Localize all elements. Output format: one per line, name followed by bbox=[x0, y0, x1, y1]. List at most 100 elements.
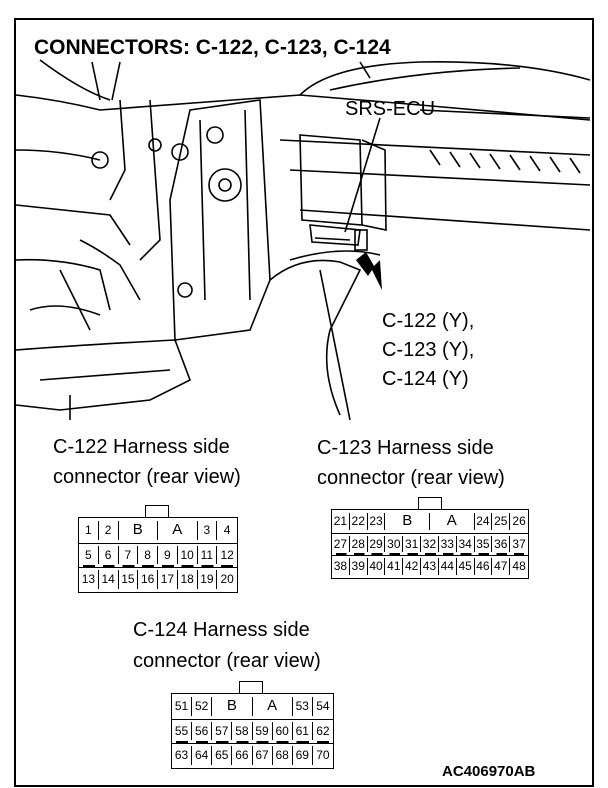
c123-latch bbox=[418, 497, 442, 510]
c123-pin-39: 39 bbox=[350, 558, 368, 575]
c123-pin-42: 42 bbox=[403, 558, 422, 575]
callout-c124: C-124 (Y) bbox=[382, 368, 469, 390]
c122-pin-12: 12 bbox=[220, 547, 234, 562]
c124-pin-63: 63 bbox=[172, 746, 193, 765]
c123-pin-23: 23 bbox=[368, 513, 386, 530]
c122-pin-1: 1 bbox=[79, 521, 99, 540]
c123-pin-46: 46 bbox=[475, 558, 493, 575]
c122-caption-line1: C-122 Harness side bbox=[53, 436, 230, 458]
c123-key-b: B bbox=[385, 512, 430, 530]
c124-latch bbox=[239, 681, 263, 694]
c122-pin-18: 18 bbox=[178, 570, 198, 589]
c123-pin-31: 31 bbox=[403, 535, 422, 553]
c124-key-b: B bbox=[212, 697, 253, 716]
c124-caption-line1: C-124 Harness side bbox=[133, 619, 310, 641]
c123-pin-28: 28 bbox=[350, 535, 368, 553]
vehicle-illustration bbox=[15, 59, 591, 421]
c124-pin-62: 62 bbox=[316, 723, 330, 738]
c124-pin-60: 60 bbox=[273, 721, 293, 741]
c124-pin-70: 70 bbox=[316, 748, 330, 763]
c123-pin-36: 36 bbox=[492, 535, 511, 553]
callout-c122: C-122 (Y), bbox=[382, 310, 475, 332]
c124-pin-54: 54 bbox=[316, 699, 330, 713]
c122-pin-11: 11 bbox=[198, 545, 218, 565]
c123-key-a: A bbox=[430, 512, 475, 530]
c123-pin-25: 25 bbox=[492, 513, 511, 530]
c122-pin-17: 17 bbox=[158, 570, 178, 589]
c123-pin-47: 47 bbox=[492, 558, 511, 575]
c123-pin-45: 45 bbox=[457, 558, 475, 575]
c122-latch bbox=[145, 505, 169, 518]
c124-pin-59: 59 bbox=[253, 721, 273, 741]
c122-pin-14: 14 bbox=[99, 570, 119, 589]
c122-pin-19: 19 bbox=[198, 570, 218, 589]
c123-pin-22: 22 bbox=[350, 513, 368, 530]
c123-pin-21: 21 bbox=[332, 513, 350, 530]
c122-pin-16: 16 bbox=[138, 570, 158, 589]
c123-wire-marks bbox=[335, 553, 525, 557]
c123-pin-29: 29 bbox=[368, 535, 386, 553]
c123-pin-24: 24 bbox=[475, 513, 493, 530]
c123-pin-40: 40 bbox=[368, 558, 386, 575]
c124-pin-67: 67 bbox=[253, 746, 273, 765]
figure-frame bbox=[14, 18, 594, 787]
c124-pin-65: 65 bbox=[212, 746, 233, 765]
c124-pin-57: 57 bbox=[212, 721, 233, 741]
figure-code: AC406970AB bbox=[442, 763, 536, 780]
c124-row-divider bbox=[172, 718, 333, 720]
c123-pin-30: 30 bbox=[385, 535, 404, 553]
c123-caption-line2: connector (rear view) bbox=[317, 467, 505, 489]
c123-pin-33: 33 bbox=[439, 535, 457, 553]
c122-pin-2: 2 bbox=[99, 521, 119, 540]
c122-pin-15: 15 bbox=[119, 570, 139, 589]
c123-pin-48: 48 bbox=[512, 559, 526, 574]
c122-pin-5: 5 bbox=[79, 545, 99, 565]
c123-pin-26: 26 bbox=[512, 514, 526, 528]
c122-key-a: A bbox=[158, 521, 198, 540]
diagram-title: CONNECTORS: C-122, C-123, C-124 bbox=[34, 36, 391, 59]
c124-pin-55: 55 bbox=[172, 721, 193, 741]
c123-caption-line1: C-123 Harness side bbox=[317, 437, 494, 459]
c124-pin-58: 58 bbox=[232, 721, 253, 741]
c124-pin-51: 51 bbox=[172, 697, 193, 716]
c123-pin-27: 27 bbox=[332, 535, 350, 553]
c123-pin-37: 37 bbox=[512, 536, 526, 551]
c122-pin-13: 13 bbox=[79, 570, 99, 589]
c124-pin-52: 52 bbox=[192, 697, 213, 716]
c124-key-a: A bbox=[253, 697, 293, 716]
c122-row-divider bbox=[79, 542, 237, 544]
srs-ecu-label: SRS-ECU bbox=[345, 98, 436, 120]
c122-pin-20: 20 bbox=[220, 572, 234, 587]
c124-pin-61: 61 bbox=[293, 721, 313, 741]
c123-pin-34: 34 bbox=[457, 535, 475, 553]
c122-pin-7: 7 bbox=[119, 545, 139, 565]
c124-pin-56: 56 bbox=[192, 721, 213, 741]
c123-pin-44: 44 bbox=[439, 558, 457, 575]
c124-caption-line2: connector (rear view) bbox=[133, 650, 321, 672]
c122-pin-8: 8 bbox=[138, 545, 158, 565]
callout-c123: C-123 (Y), bbox=[382, 339, 475, 361]
c123-row-divider bbox=[332, 532, 528, 534]
c124-wire-marks bbox=[176, 741, 329, 745]
c124-pin-69: 69 bbox=[293, 746, 313, 765]
c122-caption-line2: connector (rear view) bbox=[53, 466, 241, 488]
c122-pin-3: 3 bbox=[198, 521, 218, 540]
c123-pin-38: 38 bbox=[332, 558, 350, 575]
c123-pin-32: 32 bbox=[421, 535, 439, 553]
c124-pin-64: 64 bbox=[192, 746, 213, 765]
c124-pin-53: 53 bbox=[293, 697, 313, 716]
c122-pin-6: 6 bbox=[99, 545, 119, 565]
c123-pin-43: 43 bbox=[421, 558, 439, 575]
c123-pin-41: 41 bbox=[385, 558, 404, 575]
c122-pin-10: 10 bbox=[178, 545, 198, 565]
c122-pin-4: 4 bbox=[223, 523, 231, 537]
c122-wire-marks bbox=[82, 565, 234, 569]
c123-pin-35: 35 bbox=[475, 535, 493, 553]
c124-pin-68: 68 bbox=[273, 746, 293, 765]
c122-pin-9: 9 bbox=[158, 545, 178, 565]
c122-key-b: B bbox=[119, 521, 158, 540]
c124-pin-66: 66 bbox=[232, 746, 253, 765]
